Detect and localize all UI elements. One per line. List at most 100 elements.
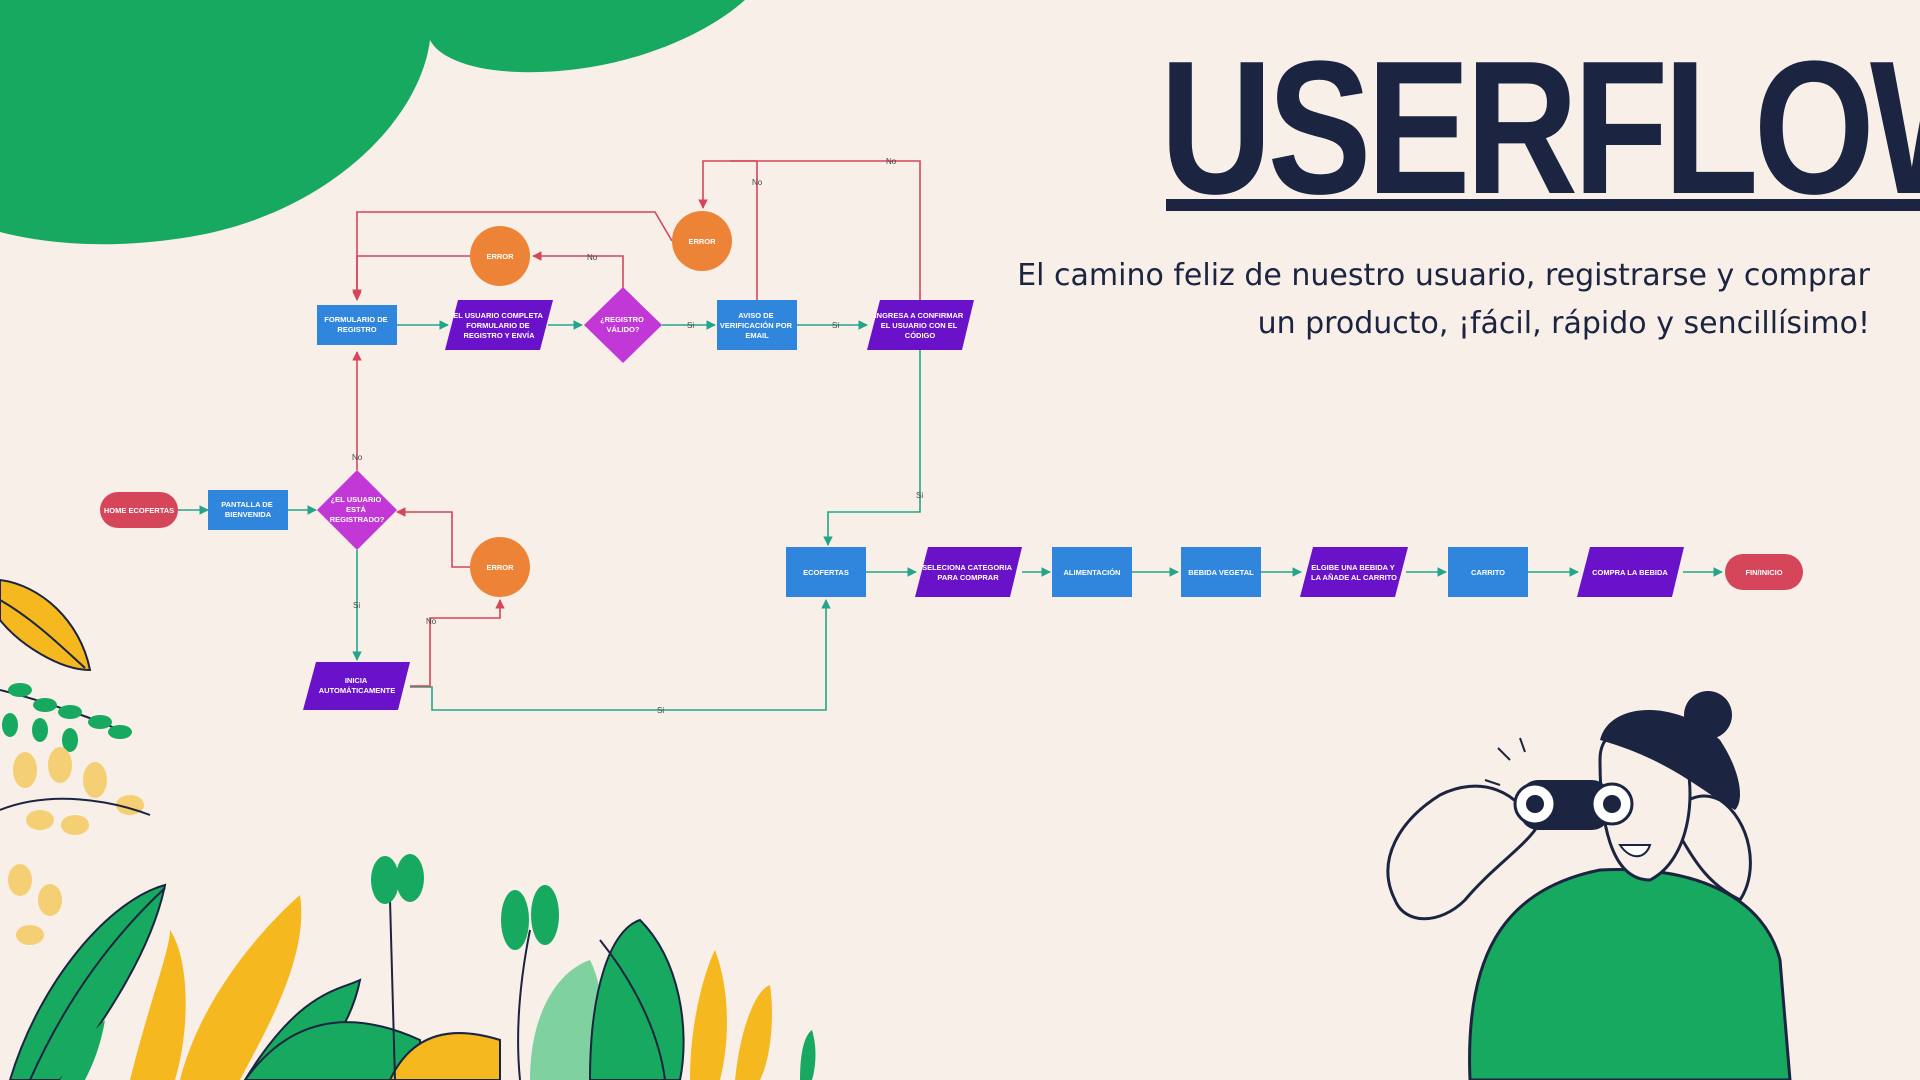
node-categoria-line-1: SELECIONA CATEGORIA bbox=[922, 563, 1013, 572]
node-carrito-line-1: CARRITO bbox=[1471, 568, 1505, 577]
node-inicia-line-1: INICIA bbox=[345, 676, 368, 685]
node-valido-line-1: ¿REGISTRO bbox=[600, 315, 644, 324]
node-inicia-shape bbox=[303, 662, 410, 710]
edge-label-si: Si bbox=[832, 321, 839, 330]
node-registrado-line-2: ESTÁ bbox=[346, 505, 367, 514]
node-categoria-shape bbox=[915, 547, 1022, 597]
edge-ingresa-to-error-top-right bbox=[730, 160, 921, 300]
node-elige-line-1: ELGIBE UNA BEBIDA Y bbox=[1311, 563, 1394, 572]
title-underline bbox=[1166, 199, 1920, 211]
node-registrado-line-3: REGISTRADO? bbox=[330, 515, 385, 524]
node-completa-line-1: EL USUARIO COMPLETA bbox=[453, 311, 543, 320]
node-completa-line-3: REGISTRO Y ENVÍA bbox=[464, 331, 536, 340]
edge-label-no: No bbox=[886, 157, 897, 166]
green-blob-shape bbox=[0, 0, 745, 245]
edge-error-top-right-to-formulario bbox=[352, 211, 673, 299]
node-bienvenida-shape bbox=[208, 490, 288, 530]
node-error-mid-shape bbox=[470, 537, 530, 597]
node-ecofertas-shape bbox=[786, 547, 866, 597]
node-error-top-right-label: ERROR bbox=[688, 237, 716, 246]
node-fin-label: FIN/INICIO bbox=[1745, 568, 1782, 577]
subtitle-line-1: El camino feliz de nuestro usuario, regi… bbox=[1017, 258, 1870, 293]
edge-label-no: No bbox=[352, 453, 363, 462]
edge-valido-to-error-top bbox=[532, 251, 624, 290]
node-formulario-line-2: REGISTRO bbox=[337, 325, 376, 334]
node-error-top-line-1: ERROR bbox=[486, 252, 514, 261]
edge-label-si: Si bbox=[916, 491, 923, 500]
node-formulario-shape bbox=[317, 305, 397, 345]
node-ecofertas-label: ECOFERTAS bbox=[803, 568, 849, 577]
node-valido-shape bbox=[584, 287, 662, 363]
bottom-plants-illustration bbox=[8, 854, 816, 1080]
node-valido-line-2: VÁLIDO? bbox=[607, 325, 640, 334]
edge-label-no: No bbox=[752, 178, 763, 187]
node-carrito-label: CARRITO bbox=[1471, 568, 1505, 577]
node-ecofertas-line-1: ECOFERTAS bbox=[803, 568, 849, 577]
node-error-top-right-shape bbox=[672, 211, 732, 271]
node-aviso-line-1: AVISO DE bbox=[738, 311, 773, 320]
node-carrito-shape bbox=[1448, 547, 1528, 597]
node-error-top-right-line-1: ERROR bbox=[688, 237, 716, 246]
node-error-top-label: ERROR bbox=[486, 252, 514, 261]
node-error-top-shape bbox=[470, 226, 530, 286]
page-subtitle: El camino feliz de nuestro usuario, regi… bbox=[970, 252, 1870, 348]
yes-edges bbox=[178, 320, 1723, 711]
node-ingresa-line-1: INGRESA A CONFIRMAR bbox=[875, 311, 964, 320]
node-bienvenida-line-1: PANTALLA DE bbox=[221, 500, 273, 509]
node-fin-line-1: FIN/INICIO bbox=[1745, 568, 1782, 577]
left-leaves-illustration bbox=[0, 578, 151, 945]
node-compra-label: COMPRA LA BEBIDA bbox=[1592, 568, 1668, 577]
node-compra-line-1: COMPRA LA BEBIDA bbox=[1592, 568, 1668, 577]
node-bienvenida-line-2: BIENVENIDA bbox=[225, 510, 272, 519]
edge-error-top-to-formulario bbox=[352, 255, 470, 301]
node-ingresa-shape bbox=[867, 300, 974, 350]
edge-label-si: Si bbox=[353, 601, 360, 610]
edge-inicia-to-ecofertas bbox=[410, 599, 831, 711]
node-registrado-shape bbox=[317, 470, 397, 550]
node-aviso-shape bbox=[717, 300, 797, 350]
node-error-mid-line-1: ERROR bbox=[486, 563, 514, 572]
node-alimentacion-shape bbox=[1052, 547, 1132, 597]
node-bebida-vegetal-shape bbox=[1181, 547, 1261, 597]
node-completa-shape bbox=[445, 300, 553, 350]
node-elige-line-2: LA AÑADE AL CARRITO bbox=[1311, 573, 1397, 582]
edge-labels: No Si No Si Si No No Si No Si bbox=[352, 157, 923, 715]
node-bebida-vegetal-line-1: BEBIDA VEGETAL bbox=[1188, 568, 1254, 577]
node-ingresa-line-3: CÓDIGO bbox=[905, 331, 936, 340]
node-ingresa-label: INGRESA A CONFIRMAR EL USUARIO CON EL CÓ… bbox=[875, 311, 966, 340]
node-home-shape bbox=[100, 492, 178, 528]
person-with-binoculars-illustration bbox=[1386, 691, 1792, 1080]
no-edges bbox=[352, 160, 921, 687]
node-inicia-label: INICIA AUTOMÁTICAMENTE bbox=[319, 676, 396, 695]
node-alimentacion-label: ALIMENTACIÓN bbox=[1064, 568, 1121, 577]
node-registrado-label: ¿EL USUARIO ESTÁ REGISTRADO? bbox=[330, 495, 385, 524]
nodes: HOME ECOFERTAS FIN/INICIO PANTALLA DE BI… bbox=[100, 211, 1803, 710]
node-elige-shape bbox=[1300, 547, 1408, 597]
node-elige-label: ELGIBE UNA BEBIDA Y LA AÑADE AL CARRITO bbox=[1311, 563, 1397, 582]
node-categoria-label: SELECIONA CATEGORIA PARA COMPRAR bbox=[922, 563, 1014, 582]
edge-ingresa-to-ecofertas bbox=[823, 350, 921, 546]
node-formulario-line-1: FORMULARIO DE bbox=[324, 315, 387, 324]
edge-error-mid-to-registrado bbox=[396, 507, 470, 568]
node-home-line-1: HOME ECOFERTAS bbox=[104, 506, 174, 515]
node-aviso-line-3: EMAIL bbox=[745, 331, 769, 340]
node-registrado-line-1: ¿EL USUARIO bbox=[331, 495, 382, 504]
node-home-label: HOME ECOFERTAS bbox=[104, 506, 174, 515]
node-bienvenida-label: PANTALLA DE BIENVENIDA bbox=[221, 500, 275, 519]
subtitle-line-2: un producto, ¡fácil, rápido y sencillísi… bbox=[1257, 306, 1870, 341]
node-valido-label: ¿REGISTRO VÁLIDO? bbox=[600, 315, 646, 334]
node-formulario-label: FORMULARIO DE REGISTRO bbox=[324, 315, 389, 334]
node-inicia-line-2: AUTOMÁTICAMENTE bbox=[319, 686, 396, 695]
node-error-mid-label: ERROR bbox=[486, 563, 514, 572]
edge-label-no: No bbox=[426, 617, 437, 626]
edge-label-si: Si bbox=[657, 706, 664, 715]
node-alimentacion-line-1: ALIMENTACIÓN bbox=[1064, 568, 1121, 577]
node-categoria-line-2: PARA COMPRAR bbox=[937, 573, 999, 582]
node-fin-shape bbox=[1725, 554, 1803, 590]
edge-inicia-to-error-mid bbox=[410, 599, 505, 687]
edge-label-no: No bbox=[587, 253, 598, 262]
node-compra-shape bbox=[1577, 547, 1684, 597]
edge-label-si: Si bbox=[687, 321, 694, 330]
node-completa-line-2: FORMULARIO DE bbox=[466, 321, 529, 330]
